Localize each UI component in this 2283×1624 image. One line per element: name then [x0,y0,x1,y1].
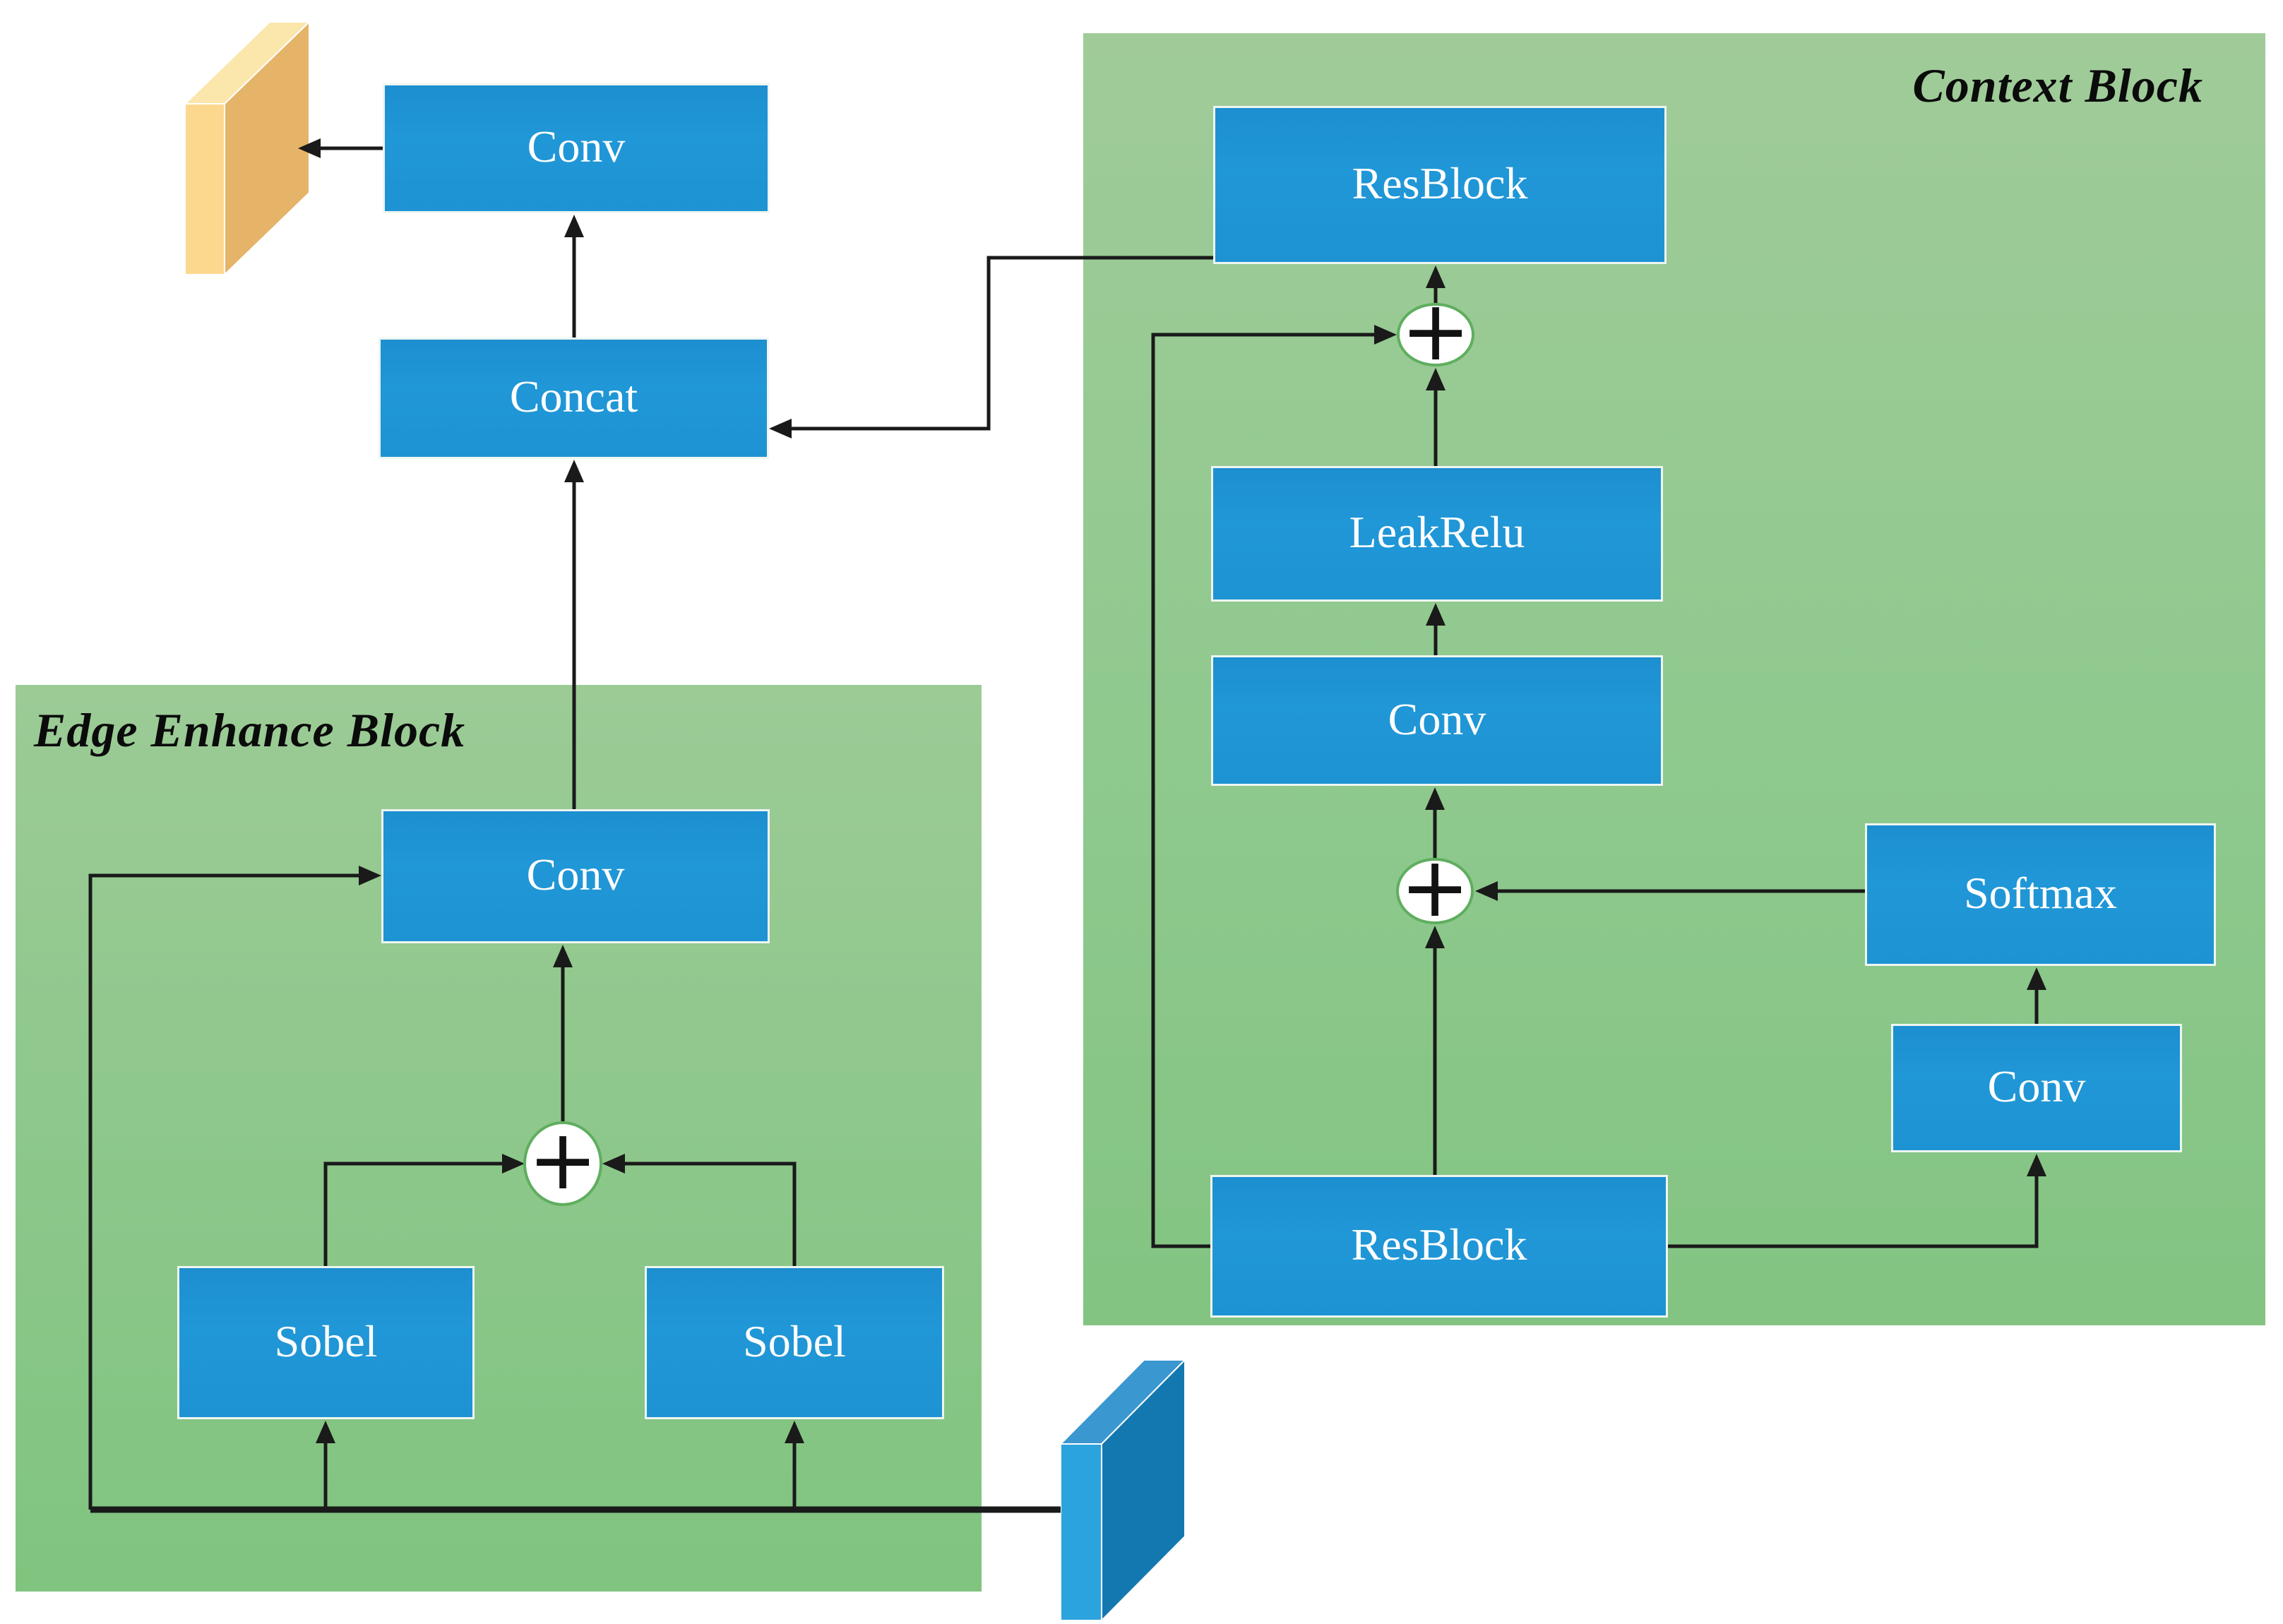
arrowhead [502,1154,525,1174]
node-conv-context: Conv [1211,655,1663,786]
edge-resblock-bottom-skip-to-add [1151,333,1376,1248]
node-sobel-right: Sobel [645,1266,944,1419]
node-conv-edge: Conv [381,809,770,943]
edge-sobel-left-to-add [323,1162,503,1266]
node-label: Conv [527,121,626,172]
context-block-title: Context Block [1912,59,2203,112]
arrowhead [564,460,584,482]
arrowhead [1374,325,1397,345]
edge-resblock-top-to-concat [790,256,1213,431]
add-operator-context-mid: + [1396,845,1474,929]
add-icon: + [1400,838,1470,936]
add-icon: + [527,1111,598,1208]
arrowhead [553,945,573,967]
arrowhead [602,1154,625,1174]
node-sobel-left: Sobel [177,1266,475,1419]
input-tensor-icon [1059,1358,1187,1623]
arrowhead [2027,1154,2046,1176]
output-tensor-icon [183,20,311,277]
arrowhead [564,215,584,237]
arrowhead [316,1421,335,1443]
edge-resblock-bottom-to-conv-attention [1668,1175,2039,1248]
arrowhead [2027,967,2046,990]
node-label: Sobel [743,1315,846,1366]
node-conv-attention: Conv [1891,1024,2182,1152]
node-label: LeakRelu [1349,507,1525,557]
node-label: Softmax [1964,868,2117,918]
node-conv-top: Conv [383,83,770,213]
arrowhead [298,138,321,158]
node-label: Conv [1388,693,1486,744]
add-operator-edge: + [523,1111,602,1208]
arrowhead [1426,603,1445,626]
arrowhead [769,419,792,438]
arrowhead [1425,787,1445,810]
node-resblock-bottom: ResBlock [1210,1175,1668,1318]
node-label: Concat [509,371,638,422]
node-label: ResBlock [1352,158,1528,208]
node-label: ResBlock [1351,1219,1527,1270]
arrowhead [1426,265,1445,288]
add-operator-context-top: + [1397,289,1474,372]
arrowhead [1475,881,1498,901]
node-label: Conv [526,849,625,900]
node-label: Sobel [274,1315,378,1366]
arrowhead [1426,368,1445,390]
node-concat: Concat [378,338,769,459]
add-icon: + [1400,282,1471,379]
edge-input-to-conv-edge [88,873,360,1510]
node-leakrelu: LeakRelu [1211,466,1663,602]
node-softmax: Softmax [1865,823,2216,966]
arrowhead [1425,926,1445,948]
edge-sobel-right-to-add [624,1162,797,1266]
edge-enhance-block-title: Edge Enhance Block [34,703,466,757]
node-resblock-top: ResBlock [1213,106,1667,264]
arrowhead [785,1421,804,1443]
node-label: Conv [1987,1061,2086,1111]
arrowhead [359,866,381,885]
